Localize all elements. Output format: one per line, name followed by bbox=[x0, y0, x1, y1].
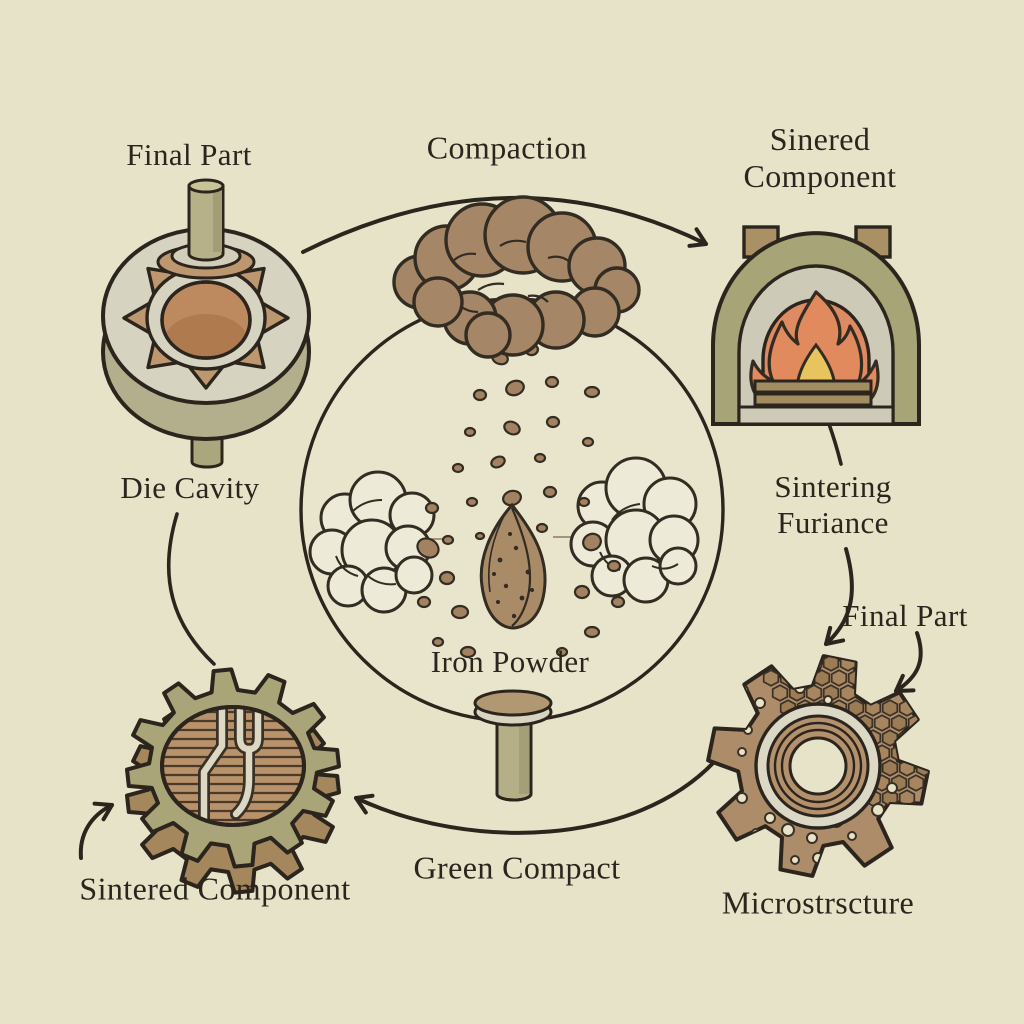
line-furnace-to-label bbox=[827, 422, 843, 466]
label-compaction: Compaction bbox=[426, 129, 588, 166]
cloud-strokes bbox=[451, 239, 571, 314]
right-puff-cloud-icon bbox=[569, 456, 700, 604]
label-final-part-right: Final Part bbox=[842, 598, 968, 634]
label-sintered-component-bottom: Sintered Component bbox=[79, 870, 351, 907]
label-die-cavity: Die Cavity bbox=[120, 470, 260, 506]
sintering-furnace-illustration bbox=[711, 225, 921, 426]
arrow-compaction bbox=[301, 195, 708, 254]
arrow-finalpart-to-gear bbox=[894, 631, 923, 693]
label-sintered-component-top: Sinered Component bbox=[743, 120, 897, 194]
label-iron-powder: Iron Powder bbox=[430, 644, 590, 680]
left-puff-cloud-icon bbox=[308, 470, 436, 614]
label-green-compact: Green Compact bbox=[413, 849, 621, 886]
die-cavity-illustration bbox=[101, 178, 311, 469]
label-final-part-top: Final Part bbox=[126, 137, 252, 173]
sintered-gear-illustration bbox=[125, 667, 341, 895]
label-sintering-furnace: Sintering Furiance bbox=[774, 469, 892, 540]
iron-powder-circle bbox=[299, 195, 725, 802]
iron-powder-grain-icon bbox=[479, 502, 547, 630]
arrow-label-to-gear bbox=[824, 547, 854, 646]
upper-punch-icon bbox=[187, 178, 225, 262]
powder-cloud-icon bbox=[392, 195, 641, 359]
arrow-green-compact bbox=[354, 758, 718, 835]
label-microstructure: Microstrscture bbox=[721, 884, 915, 921]
green-compact-plug-icon bbox=[473, 689, 553, 802]
line-die-to-gear bbox=[166, 512, 216, 666]
hub-tubes bbox=[198, 707, 264, 825]
left-puff-strokes bbox=[335, 499, 397, 586]
flow-arrows bbox=[78, 195, 923, 860]
arrow-to-sintered-gear bbox=[78, 801, 114, 860]
